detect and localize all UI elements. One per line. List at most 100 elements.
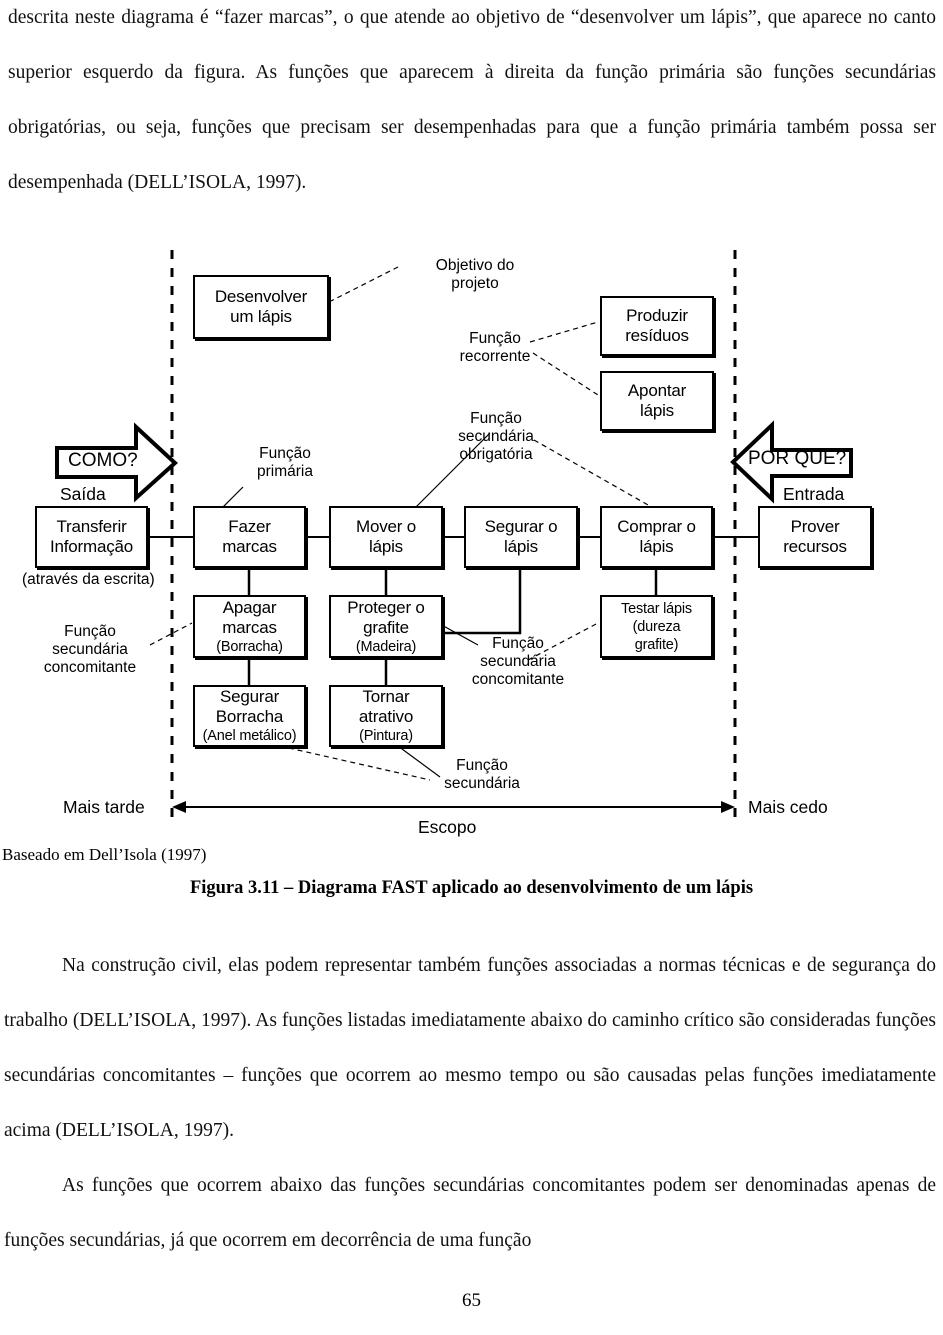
box-holdereaser-line1: Segurar [219, 687, 280, 706]
annotation-concomitant-right-line1: Função [492, 635, 544, 652]
box-erase-line2: marcas [222, 617, 277, 637]
annotation-concomitant-left: Função secundária concomitante [30, 623, 150, 677]
box-move-line2: lápis [369, 537, 403, 556]
box-erase-line3: (Borracha) [216, 638, 283, 655]
leader-concomitant-left [149, 622, 193, 646]
annotation-concomitant-right-line3: concomitante [471, 671, 565, 688]
box-objective-line2: um lápis [230, 307, 292, 326]
paragraph-top: descrita neste diagrama é “fazer marcas”… [8, 7, 936, 193]
box-protect-line2: grafite [363, 617, 409, 637]
annotation-concomitant-right-line2: secundária [480, 653, 556, 670]
annotation-objective-callout: Objetivo do projeto [400, 257, 550, 293]
box-input-line2: recursos [783, 537, 847, 556]
output-note: (através da escrita) [22, 571, 155, 588]
box-test-line3: grafite) [634, 636, 679, 653]
annotation-secondary: Função secundária [422, 757, 542, 793]
annotation-concomitant-left-line3: concomitante [43, 659, 137, 676]
page-number: 65 [462, 1290, 481, 1311]
box-output-line2: Informação [49, 537, 134, 556]
box-attractive-line1: Tornar [362, 687, 410, 706]
scope-label: Escopo [418, 817, 477, 837]
box-hold-line1: Segurar o [484, 517, 558, 536]
box-waste-line1: Produzir [626, 306, 688, 325]
box-protect-line3: (Madeira) [355, 638, 417, 655]
box-waste-line2: resíduos [625, 326, 689, 345]
box-move-line1: Mover o [355, 517, 416, 536]
box-hold-pencil[interactable]: Segurar o lápis [464, 506, 578, 568]
paragraph-bottom: As funções que ocorrem abaixo das funçõe… [4, 1175, 936, 1251]
annotation-primary-function: Função primária [230, 445, 340, 481]
paragraph-middle: Na construção civil, elas podem represen… [4, 955, 936, 1141]
box-objective[interactable]: Desenvolver um lápis [193, 275, 329, 339]
leader-concomitant-right-test [527, 622, 599, 661]
leader-mandatory-buy [533, 439, 649, 506]
box-make-marks[interactable]: Fazer marcas [193, 506, 306, 568]
annotation-mandatory-line3: obrigatória [459, 446, 533, 463]
annotation-recurring-line1: Função [469, 330, 521, 347]
annotation-secondary-line2: secundária [444, 775, 520, 792]
annotation-primary-line1: Função [259, 445, 311, 462]
annotation-mandatory-secondary: Função secundária obrigatória [440, 410, 552, 464]
box-attractive-line3: (Pintura) [359, 728, 413, 744]
box-protect-line1: Proteger o [347, 597, 425, 617]
box-hold-eraser[interactable]: Segurar Borracha (Anel metálico) [193, 685, 306, 747]
annotation-recurring: Função recorrente [440, 330, 550, 366]
box-erase-marks[interactable]: Apagar marcas (Borracha) [193, 595, 306, 658]
diagram-connectors [55, 250, 853, 825]
box-output-line1: Transferir [56, 517, 127, 536]
annotation-objective-line2: projeto [451, 275, 499, 292]
annotation-concomitant-right: Função secundária concomitante [458, 635, 578, 689]
box-buy-line1: Comprar o [617, 517, 696, 536]
box-holdereaser-line3: (Anel metálico) [202, 728, 297, 744]
box-erase-line1: Apagar [222, 597, 277, 617]
porque-arrow-label: POR QUE? [748, 448, 847, 469]
box-protect-graphite[interactable]: Proteger o grafite (Madeira) [329, 595, 443, 658]
box-buy-line2: lápis [639, 537, 674, 556]
annotation-objective-line1: Objetivo do [435, 257, 515, 274]
output-boundary-label: Saída [60, 484, 106, 504]
como-arrow-label: COMO? [68, 450, 138, 471]
leader-mandatory-move [415, 432, 491, 508]
annotation-secondary-line1: Função [456, 757, 508, 774]
annotation-mandatory-line1: Função [470, 410, 522, 427]
annotation-concomitant-left-line2: secundária [52, 641, 128, 658]
leader-concomitant-right-protect [437, 622, 479, 646]
box-make-attractive[interactable]: Tornar atrativo (Pintura) [329, 685, 443, 747]
box-primary-line2: marcas [222, 537, 277, 556]
como-arrow-shape [55, 422, 178, 503]
porque-arrow-shape [730, 420, 853, 504]
leader-recurring-sharpen [532, 352, 599, 396]
leader-secondary-holdereaser [279, 745, 431, 781]
box-input-line1: Prover [790, 517, 840, 536]
box-produce-waste[interactable]: Produzir resíduos [600, 296, 714, 356]
leader-objective [330, 266, 399, 302]
box-provide-resources[interactable]: Prover recursos [758, 506, 872, 568]
figure-source-note: Baseado em Dell’Isola (1997) [2, 845, 207, 864]
box-primary-line1: Fazer [228, 517, 271, 536]
fast-diagram: COMO? POR QUE? Saída Entrada Desenvolver… [0, 205, 943, 840]
box-sharpen-line2: lápis [640, 401, 674, 420]
box-hold-line2: lápis [504, 537, 538, 556]
box-objective-line1: Desenvolver [214, 287, 308, 306]
annotation-recurring-line2: recorrente [459, 348, 531, 365]
box-test-line1: Testar lápis [621, 600, 692, 617]
annotation-mandatory-line2: secundária [458, 428, 534, 445]
box-transfer-information[interactable]: Transferir Informação [35, 506, 148, 568]
box-sharpen-line1: Apontar [627, 381, 687, 400]
scope-arrow-head-right [721, 801, 735, 813]
annotation-concomitant-left-line1: Função [64, 623, 116, 640]
box-test-line2: (dureza [632, 618, 681, 635]
scope-left-label: Mais tarde [63, 797, 145, 817]
box-test-pencil[interactable]: Testar lápis (dureza grafite) [600, 595, 713, 658]
link-hold-protect-elbow [443, 568, 522, 635]
box-move-pencil[interactable]: Mover o lápis [329, 506, 443, 568]
scope-right-label: Mais cedo [748, 797, 828, 817]
box-buy-pencil[interactable]: Comprar o lápis [600, 506, 713, 568]
box-attractive-line2: atrativo [358, 707, 414, 726]
box-holdereaser-line2: Borracha [215, 707, 284, 726]
box-sharpen-pencil[interactable]: Apontar lápis [600, 371, 714, 431]
input-boundary-label: Entrada [783, 484, 845, 504]
figure-caption: Figura 3.11 – Diagrama FAST aplicado ao … [189, 878, 754, 898]
leader-secondary-attractive [397, 745, 441, 778]
annotation-primary-line2: primária [257, 463, 313, 480]
